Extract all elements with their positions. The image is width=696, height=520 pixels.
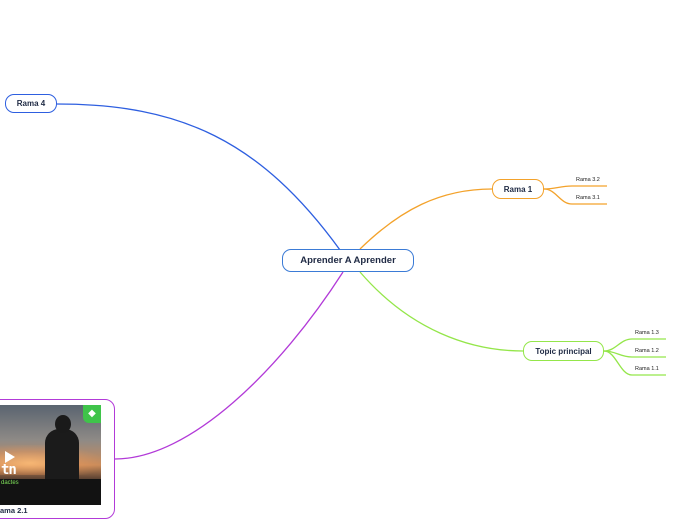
branch-rama-4[interactable]: Rama 4 [5,94,57,113]
branch-rama-2-label: ama 2.1 [0,506,28,515]
connector-rama-4 [56,103,341,251]
person-head [55,415,71,433]
thumbnail-logo-text: tn [1,462,17,478]
subtopic-rama-1-1[interactable]: Rama 1.1 [635,366,659,372]
branch-rama-1[interactable]: Rama 1 [492,179,544,199]
connector-rama-3-1 [543,188,607,205]
subtopic-rama-3-1[interactable]: Rama 3.1 [576,195,600,201]
subtopic-rama-3-2[interactable]: Rama 3.2 [576,177,600,183]
thumbnail-caption: dactes [1,480,19,486]
subtopic-rama-1-3[interactable]: Rama 1.3 [635,330,659,336]
connector-rama-1-3 [603,338,666,352]
pin-icon[interactable]: ◆ [83,405,101,423]
connector-rama-1 [359,188,493,250]
connector-rama-1-1 [603,350,666,376]
subtopic-rama-1-2[interactable]: Rama 1.2 [635,348,659,354]
branch-rama-2-video-card[interactable]: tn dactes ◆ [0,399,115,519]
rooftop-silhouette [0,479,101,505]
central-topic[interactable]: Aprender A Aprender [282,249,414,272]
play-icon[interactable] [5,451,15,463]
connector-rama-3-2 [543,185,607,190]
connector-topic-principal [359,271,524,352]
video-thumbnail[interactable]: tn dactes ◆ [0,405,101,505]
connector-rama-2 [114,271,344,460]
branch-topic-principal[interactable]: Topic principal [523,341,604,361]
